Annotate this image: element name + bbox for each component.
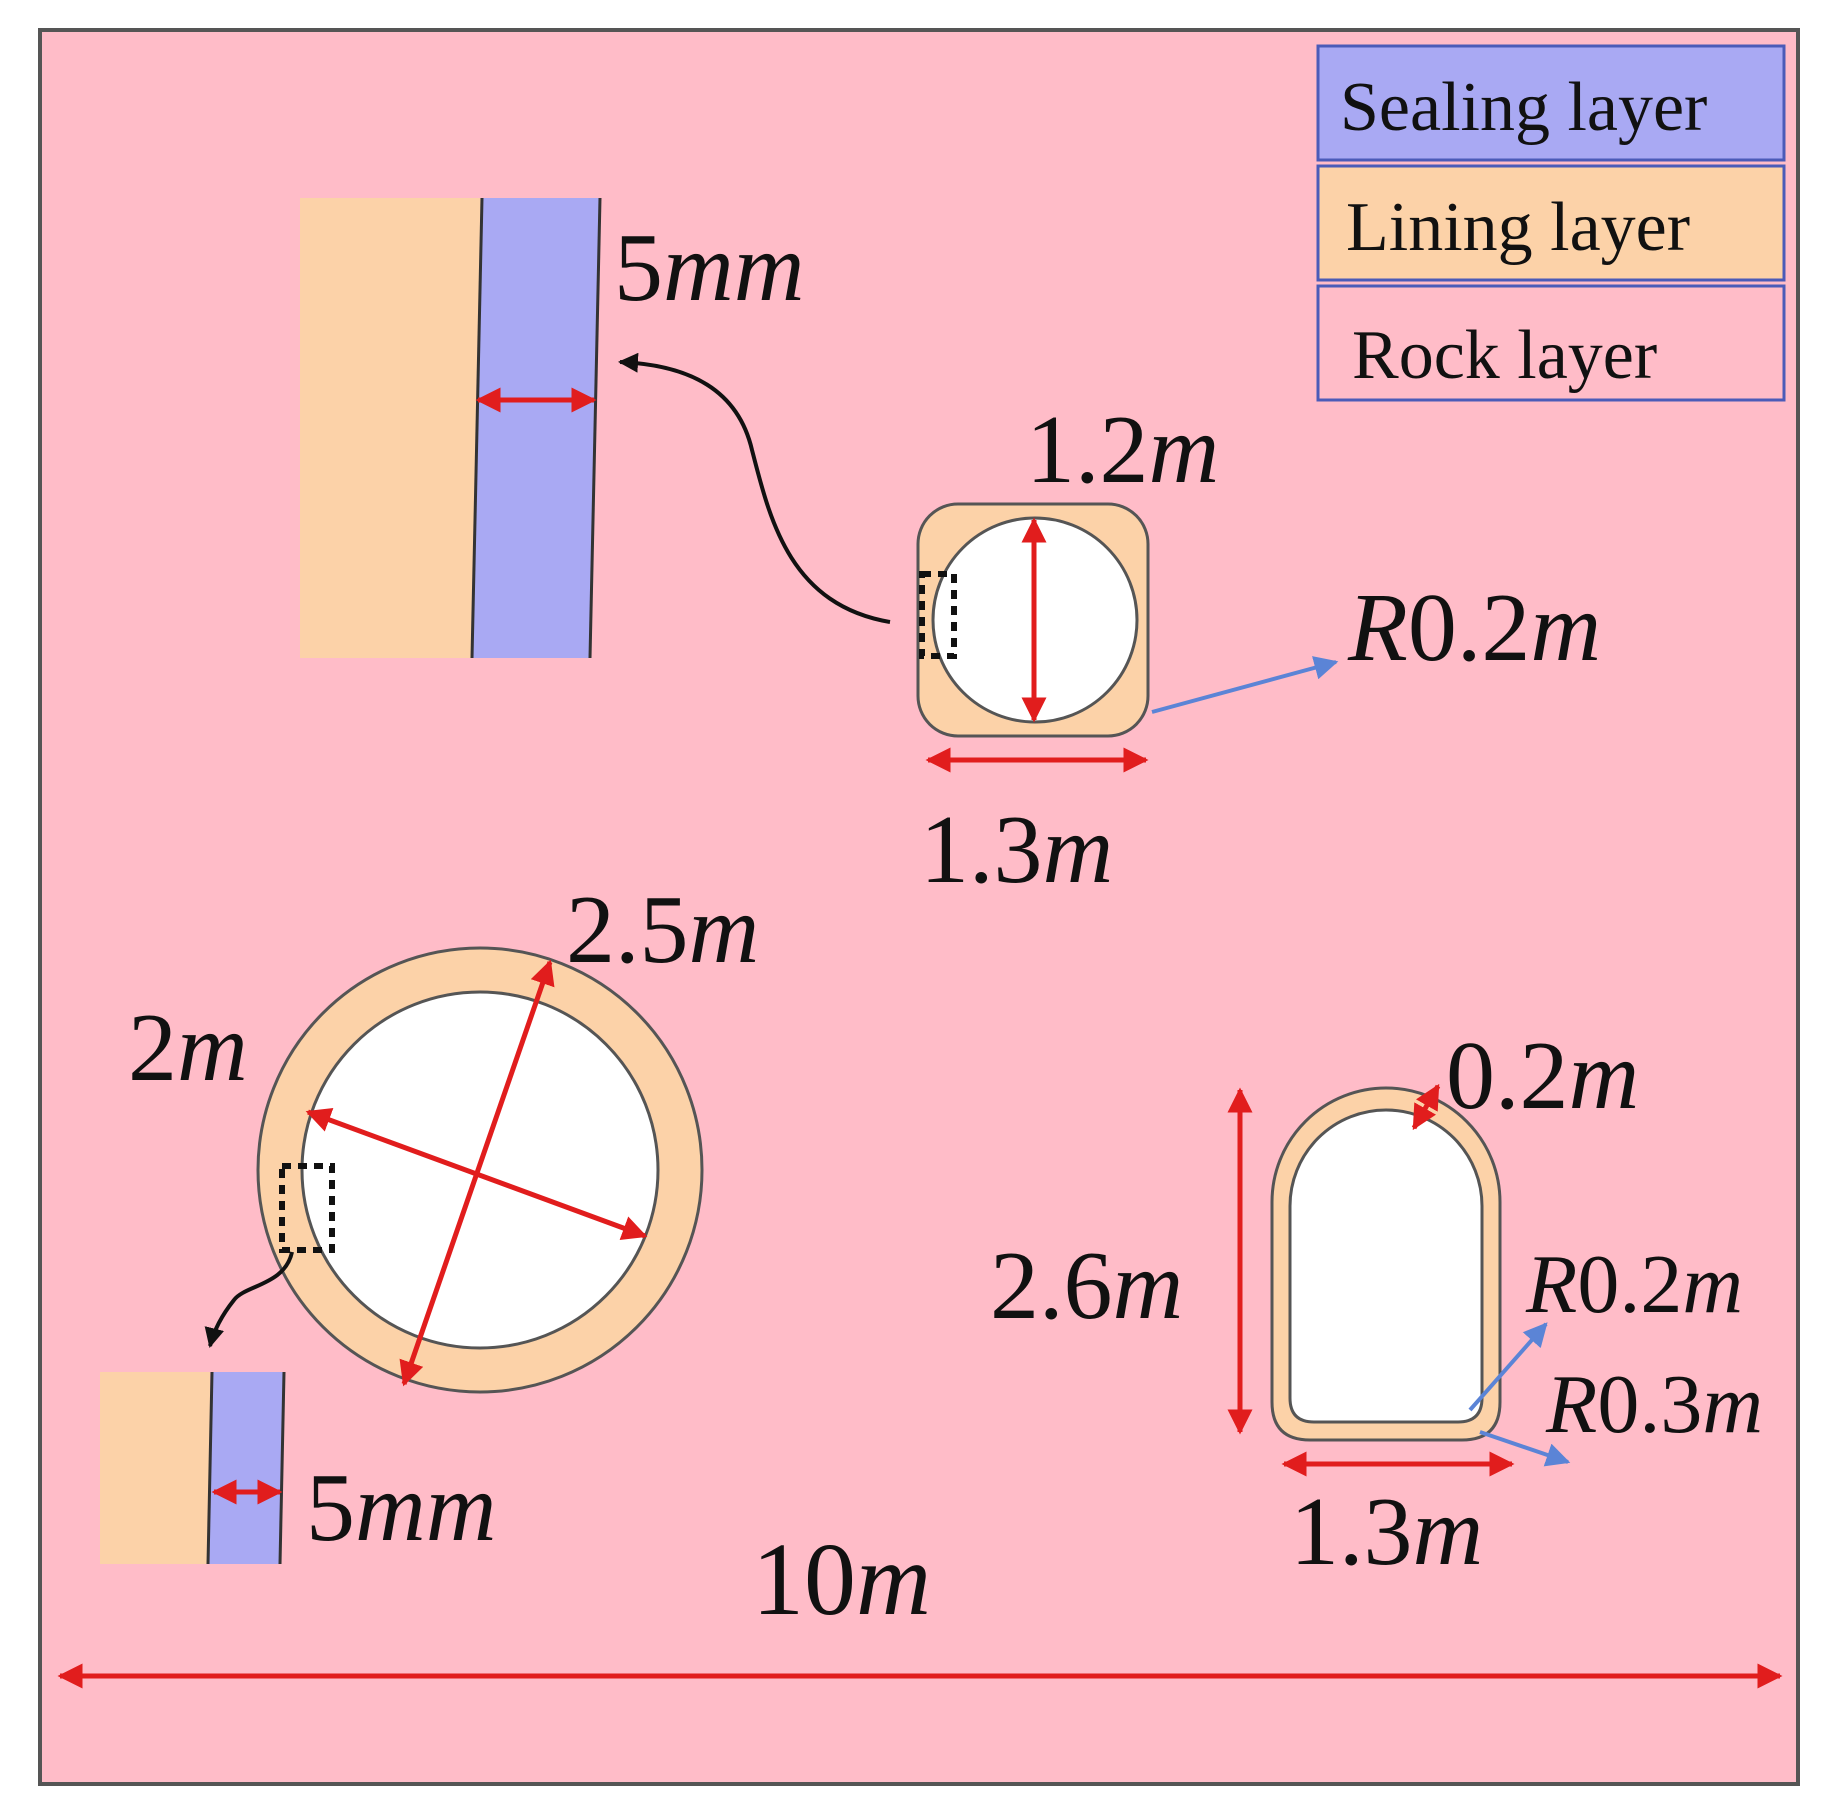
square-radius-label: R0.2m: [1347, 574, 1601, 682]
square-detail-marker: [919, 571, 957, 659]
detail-bottom-left: [100, 1371, 286, 1565]
legend-label-sealing: Sealing layer: [1340, 69, 1707, 146]
arched-section: [1227, 1083, 1571, 1477]
legend-label-rock: Rock layer: [1352, 317, 1657, 394]
detail-bottom-thickness-label: 5mm: [306, 1454, 497, 1562]
square-inner-dim-label: 1.2m: [1026, 396, 1219, 504]
detail-top-thickness-label: 5mm: [614, 214, 805, 322]
detail-bottom-sealing: [208, 1372, 284, 1564]
circle-outer-dim-arrow: [399, 959, 555, 1387]
detail-top-left: [300, 197, 602, 659]
legend: Sealing layer Lining layer Rock layer: [1316, 44, 1786, 402]
legend-label-lining: Lining layer: [1346, 189, 1690, 266]
arch-outer-radius-label: R0.3m: [1545, 1358, 1763, 1451]
circle-outer-dim-label: 2.5m: [566, 876, 759, 984]
arch-outer-radius-arrow: [1479, 1430, 1571, 1467]
square-radius-arrow: [1151, 656, 1339, 714]
detail-top-sealing: [472, 198, 600, 658]
legend-swatch-sealing: [1316, 44, 1786, 162]
callout-arrow-bottom: [204, 1251, 294, 1348]
detail-top-lining: [300, 198, 482, 658]
square-outer-dim-label: 1.3m: [920, 796, 1113, 904]
legend-swatch-rock: [1316, 284, 1786, 402]
arch-inner-radius-arrow: [1468, 1322, 1548, 1412]
circular-section: [256, 946, 704, 1394]
domain-width-label: 10m: [752, 1522, 931, 1637]
circle-inner-dim-label: 2m: [128, 994, 248, 1102]
arch-width-label: 1.3m: [1290, 1478, 1483, 1586]
square-section: [916, 502, 1339, 773]
legend-swatch-lining: [1316, 164, 1786, 282]
arch-inner-radius-label: R0.2m: [1525, 1238, 1743, 1331]
detail-bottom-lining: [100, 1372, 210, 1564]
arch-thickness-arrow: [1411, 1083, 1441, 1131]
arch-thickness-label: 0.2m: [1446, 1022, 1639, 1130]
arch-height-label: 2.6m: [990, 1232, 1183, 1340]
arch-hole: [1288, 1108, 1484, 1424]
callout-arrow-top: [618, 352, 891, 624]
